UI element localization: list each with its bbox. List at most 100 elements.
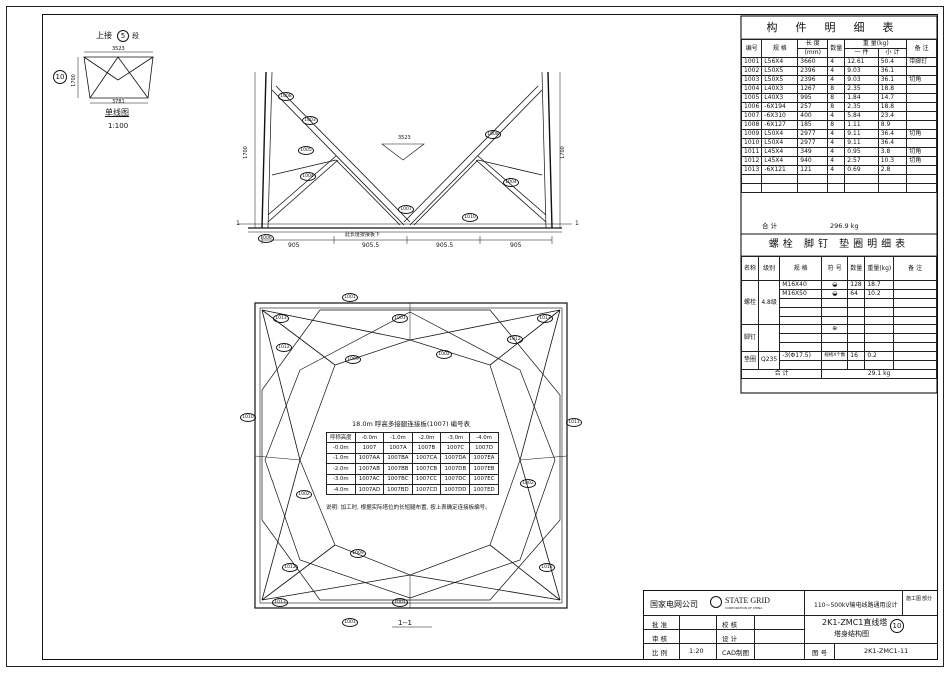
tag-1013: 1013 <box>273 314 289 323</box>
bolt-col-symbol: 符 号 <box>821 256 849 281</box>
parts-cell: 1267 <box>797 84 829 94</box>
plate-cell: -4.0m <box>326 483 356 496</box>
part-label: 部分 <box>922 596 933 602</box>
parts-cell: 257 <box>797 102 829 112</box>
parts-cell: 2.8 <box>877 165 908 175</box>
project-name: 110~500kV输电线路通用设计 <box>814 602 898 609</box>
bolt-qty-2: 64 <box>847 289 866 299</box>
parts-cell: 1005 <box>740 93 763 103</box>
parts-cell: 36.4 <box>877 138 908 148</box>
parts-cell: 1011 <box>740 147 763 157</box>
parts-empty-row <box>740 174 937 184</box>
parts-cell: 23.4 <box>877 111 908 121</box>
tag-1007: 1007 <box>398 205 414 214</box>
parts-cell: 14.7 <box>877 93 908 103</box>
parts-total-label: 合 计 <box>762 222 778 230</box>
plate-cell: 1007DB <box>440 463 471 475</box>
scale-label: 比 例 <box>652 649 668 657</box>
mono-scale: 1:100 <box>108 122 129 130</box>
parts-cell: 1012 <box>740 156 763 166</box>
parts-cell: -6X310 <box>761 111 799 121</box>
tag-1013b: 1013 <box>537 314 553 323</box>
tag-1010: 1010 <box>462 213 478 222</box>
plan-caption: 1--1 <box>398 619 412 627</box>
parts-cell <box>906 93 937 103</box>
tag-1008: 1008 <box>278 92 294 101</box>
parts-cell: 995 <box>797 93 829 103</box>
plan-table-title: 18.0m 呼高多接腿连接板(1007) 编号表 <box>352 420 471 428</box>
parts-cell: 10.3 <box>877 156 908 166</box>
washer-weight: 0.2 <box>864 350 895 361</box>
parts-cell: 4 <box>827 147 846 157</box>
parts-cell: 4 <box>827 156 846 166</box>
plate-cell: 1007EA <box>469 452 499 465</box>
parts-cell <box>906 111 937 121</box>
parts-cell: 1002 <box>740 66 763 76</box>
parts-cell: 3660 <box>797 57 829 67</box>
parts-cell: 切角 <box>906 156 937 166</box>
step-symbol-icon: ⊕ <box>821 324 849 335</box>
parts-cell: L50X4 <box>761 138 799 148</box>
plate-cell: 1007 <box>354 442 385 454</box>
plate-cell: -1.0m <box>326 452 356 465</box>
state-grid-logo-icon <box>710 596 722 608</box>
plate-cell: 1007AD <box>354 483 385 496</box>
tag-1005: 1005 <box>298 146 314 155</box>
logo-text: STATE GRID <box>725 596 770 605</box>
col-remark: 备 注 <box>906 39 937 58</box>
tag-1003: 1003 <box>302 116 318 125</box>
plate-cell: -0.0m <box>326 442 356 454</box>
washer-name: 垫圈 <box>740 350 760 370</box>
drawing-seg: 10 <box>890 619 904 633</box>
washer-qty: 16 <box>847 350 866 361</box>
plate-cell: 1007B <box>411 442 442 454</box>
elev-dim-3: 905.5 <box>436 242 454 249</box>
bolt-col-weight: 重量(kg) <box>864 256 895 281</box>
bolt-col-qty: 数量 <box>847 256 866 281</box>
parts-cell: 2396 <box>797 66 829 76</box>
parts-cell: L56X4 <box>761 57 799 67</box>
parts-cell <box>906 84 937 94</box>
plate-cell: 1007BD <box>383 483 413 496</box>
bolt-total-label: 合 计 <box>740 368 823 379</box>
company-name: 国家电网公司 <box>650 600 698 609</box>
plate-cell: 1007AC <box>354 473 385 485</box>
plate-cell: 1007AB <box>354 463 385 475</box>
tag-1002b: 1002 <box>296 490 312 499</box>
mono-circled-num: 5 <box>117 30 129 42</box>
elev-note: 此长度按接板下 <box>345 232 381 238</box>
plate-cell: 1007EB <box>469 463 499 475</box>
parts-cell: 1007 <box>740 111 763 121</box>
parts-cell: 18.8 <box>877 84 908 94</box>
parts-cell: 0.95 <box>844 147 879 157</box>
plate-head-cell: -1.0m <box>383 431 413 444</box>
drawing-no-label: 图 号 <box>812 649 828 657</box>
tag-1002: 1002 <box>436 350 452 359</box>
parts-cell: 切角 <box>906 75 937 85</box>
tag-1013c: 1013 <box>272 598 288 607</box>
plate-cell: -2.0m <box>326 463 356 475</box>
bolt-col-name: 名称 <box>740 256 760 281</box>
tag-1001b: 1001 <box>392 314 408 323</box>
plate-head-cell: -2.0m <box>411 431 442 444</box>
parts-cell: 36.4 <box>877 129 908 139</box>
plate-cell: 1007CA <box>411 452 442 465</box>
plate-head-cell: -4.0m <box>469 431 499 444</box>
parts-cell: L40X3 <box>761 84 799 94</box>
parts-cell <box>906 120 937 130</box>
bolt-spec-1: M16X40 <box>779 280 823 290</box>
elev-dim-2: 905.5 <box>362 242 380 249</box>
parts-cell: 带脚钉 <box>906 57 937 67</box>
tag-1002c: 1002 <box>520 479 536 488</box>
